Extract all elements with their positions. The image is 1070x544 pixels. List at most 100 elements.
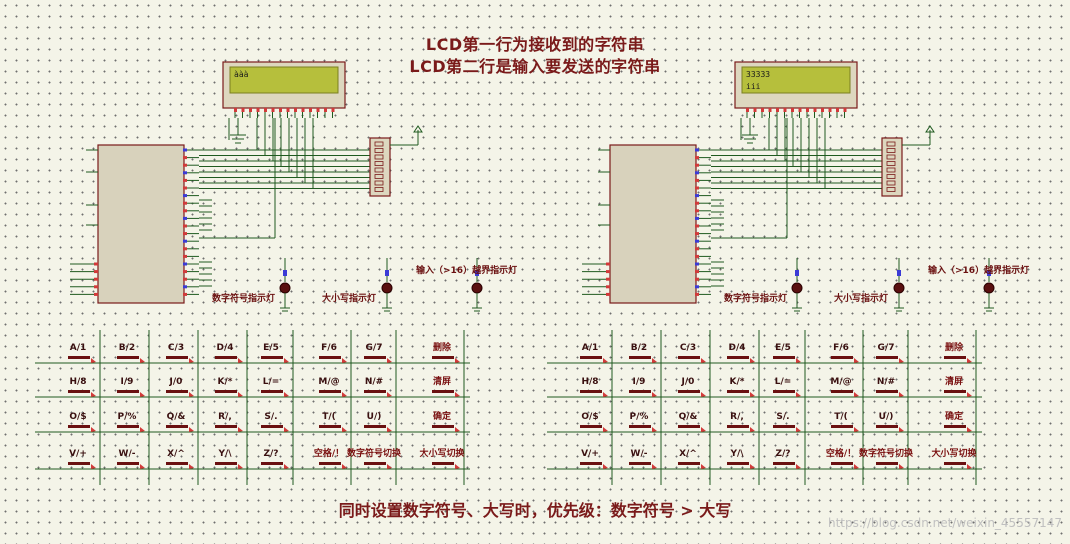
key-button bbox=[773, 356, 795, 359]
key-button bbox=[117, 462, 139, 465]
key-label: W/- bbox=[119, 449, 136, 459]
key-contact bbox=[387, 427, 392, 432]
key-button bbox=[364, 462, 386, 465]
key-label: R/, bbox=[218, 412, 232, 422]
lcd-pin bbox=[798, 108, 802, 112]
key-label: Y/\ bbox=[217, 449, 232, 459]
mcu-pin-right bbox=[695, 247, 699, 251]
key-label: 确定 bbox=[433, 410, 452, 422]
key-label: J/0 bbox=[681, 377, 695, 387]
key-label: V/+ bbox=[69, 449, 87, 459]
lcd-row-1: ààà bbox=[234, 70, 249, 79]
mcu-pin-right bbox=[695, 224, 699, 228]
key-button bbox=[166, 390, 188, 393]
key-button bbox=[944, 390, 966, 393]
resistor bbox=[886, 141, 896, 147]
key-label: 删除 bbox=[433, 341, 452, 353]
mcu-pin-right bbox=[183, 186, 187, 190]
key-button bbox=[166, 425, 188, 428]
indicator-led-upper bbox=[893, 282, 905, 294]
key-label: 清屏 bbox=[945, 375, 963, 387]
key-button bbox=[68, 425, 90, 428]
key-label: C/3 bbox=[680, 343, 696, 353]
key-contact bbox=[189, 464, 194, 469]
key-contact bbox=[854, 464, 859, 469]
key-label: 清屏 bbox=[433, 375, 451, 387]
lcd-pin bbox=[249, 108, 252, 112]
mcu-pin-right bbox=[183, 239, 187, 243]
resistor bbox=[886, 167, 896, 173]
lcd-pin bbox=[746, 108, 749, 112]
key-contact bbox=[854, 427, 859, 432]
key-label: 空格/！ bbox=[314, 447, 344, 459]
key-button bbox=[580, 462, 602, 465]
key-button bbox=[432, 462, 454, 465]
key-label: 大小写切换 bbox=[931, 447, 977, 459]
mcu-pin-right bbox=[695, 216, 699, 220]
key-contact bbox=[387, 358, 392, 363]
lcd-pin bbox=[264, 108, 267, 112]
priority-note: 同时设置数字符号、大写时，优先级：数字符号 > 大写 bbox=[338, 501, 732, 520]
key-label: N/# bbox=[365, 377, 383, 387]
lcd-pin bbox=[279, 108, 282, 112]
mcu-pin-left bbox=[606, 292, 610, 296]
key-contact bbox=[854, 358, 859, 363]
key-label: Q/& bbox=[167, 412, 186, 422]
key-button bbox=[831, 425, 853, 428]
key-button bbox=[68, 356, 90, 359]
key-contact bbox=[603, 464, 608, 469]
key-label: D/4 bbox=[728, 343, 745, 353]
resistor bbox=[374, 154, 384, 160]
led-pin bbox=[897, 270, 901, 276]
key-label: X/^ bbox=[167, 449, 185, 459]
key-label: F/6 bbox=[321, 343, 337, 353]
indicator-led-overflow bbox=[983, 282, 995, 294]
lcd-pin bbox=[806, 108, 809, 112]
mcu-pin-right bbox=[695, 148, 699, 152]
key-label: K/* bbox=[730, 377, 745, 387]
lcd-pin bbox=[309, 108, 312, 112]
key-contact bbox=[796, 464, 801, 469]
key-label: L/= bbox=[775, 377, 792, 387]
key-label: E/5 bbox=[775, 343, 791, 353]
resistor bbox=[374, 161, 384, 166]
key-contact bbox=[701, 464, 706, 469]
resistor bbox=[886, 161, 896, 166]
key-contact bbox=[796, 427, 801, 432]
resistor bbox=[374, 141, 384, 147]
key-button bbox=[580, 390, 602, 393]
key-label: W/- bbox=[631, 449, 648, 459]
title-line-2: LCD第二行是输入要发送的字符串 bbox=[409, 57, 661, 76]
key-contact bbox=[750, 392, 755, 397]
lcd-pin bbox=[271, 108, 275, 112]
mcu-pin-right bbox=[695, 232, 699, 236]
key-contact bbox=[238, 427, 243, 432]
microcontroller bbox=[609, 144, 697, 304]
key-label: S/. bbox=[776, 412, 789, 422]
key-button bbox=[773, 390, 795, 393]
mcu-pin-right bbox=[183, 201, 187, 205]
key-button bbox=[727, 390, 749, 393]
lcd-pin bbox=[286, 108, 290, 112]
mcu-pin-right bbox=[183, 209, 187, 213]
mcu-pin-right bbox=[695, 186, 699, 190]
key-button bbox=[831, 356, 853, 359]
key-button bbox=[944, 462, 966, 465]
mcu-pin-right bbox=[183, 270, 187, 274]
key-contact bbox=[238, 464, 243, 469]
lcd-pin bbox=[324, 108, 327, 112]
resistor bbox=[886, 174, 896, 179]
watermark: https://blog.csdn.net/weixin_45557147 bbox=[827, 516, 1062, 530]
mcu-pin-right bbox=[183, 156, 187, 160]
key-contact bbox=[455, 464, 460, 469]
indicator-label-upper: 大小写指示灯 bbox=[322, 292, 376, 304]
key-contact bbox=[603, 392, 608, 397]
mcu-pin-right bbox=[695, 171, 699, 175]
indicator-label-overflow: 输入（>16）越界指示灯 bbox=[416, 264, 517, 276]
key-label: 删除 bbox=[945, 341, 964, 353]
resistor bbox=[374, 167, 384, 173]
lcd-pin bbox=[783, 108, 787, 112]
key-contact bbox=[189, 392, 194, 397]
key-contact bbox=[455, 392, 460, 397]
